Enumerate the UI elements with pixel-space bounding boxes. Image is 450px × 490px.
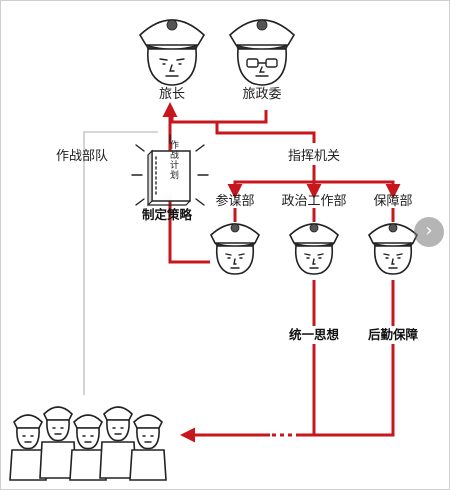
label-strategy: 制定策略: [142, 207, 193, 222]
battle-plan-book-figure: [131, 134, 209, 207]
book-title: 作战计划: [168, 139, 179, 180]
label-unify-thought: 统一思想: [289, 327, 340, 342]
support-officer-figure: [368, 223, 418, 275]
label-combat-units: 作战部队: [56, 149, 108, 164]
label-support-department: 保障部: [373, 194, 412, 209]
command-lines: [162, 102, 401, 443]
label-brigade-commander: 旅长: [159, 87, 185, 102]
label-command-organ: 指挥机关: [288, 149, 340, 164]
combat-units-line: [83, 131, 158, 395]
label-political-work-department: 政治工作部: [281, 194, 346, 209]
label-logistics: 后勤保障: [368, 327, 419, 342]
label-staff-department: 参谋部: [215, 193, 254, 209]
chevron-right-icon: ›: [425, 220, 433, 241]
label-political-commissar: 旅政委: [242, 87, 281, 102]
brigade-commander-figure: [138, 19, 206, 86]
political-commissar-figure: [228, 19, 296, 86]
staff-officer-figure: [210, 223, 260, 275]
next-slide-button[interactable]: ›: [414, 217, 444, 247]
political-officer-figure: [289, 223, 339, 275]
combat-soldiers-figure: [9, 406, 167, 481]
